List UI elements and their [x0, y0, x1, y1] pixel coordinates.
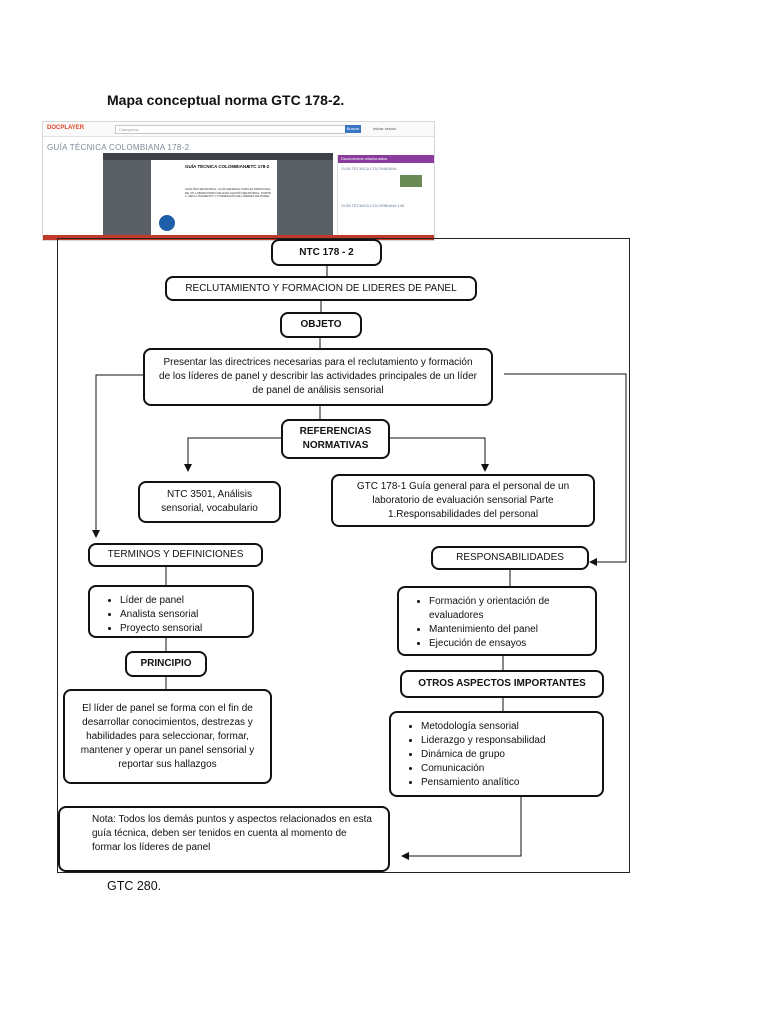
related-doc-item: GUÍA TÉCNICA COLOMBIANA — [341, 166, 397, 171]
list-item: Comunicación — [421, 762, 602, 776]
principio-text-node: El líder de panel se forma con el fin de… — [63, 689, 272, 784]
document-page: GUÍA TÉCNICA COLOMBIANA GTC 178-2 ANÁLIS… — [151, 160, 277, 240]
objeto-text-node: Presentar las directrices necesarias par… — [143, 348, 493, 406]
responsabilidades-label-node: RESPONSABILIDADES — [431, 546, 589, 570]
related-doc-item: GUÍA TÉCNICA COLOMBIANA 145 — [341, 203, 405, 208]
footer-text: GTC 280. — [107, 879, 162, 893]
list-item: Dinámica de grupo — [421, 748, 602, 762]
responsabilidades-list-node: Formación y orientación de evaluadores M… — [397, 586, 597, 656]
related-doc-thumbnail — [400, 175, 422, 187]
login-link: Iniciar sesión — [373, 126, 397, 131]
principio-label-node: PRINCIPIO — [125, 651, 207, 677]
objeto-label-node: OBJETO — [280, 312, 362, 338]
terminos-list-node: Líder de panel Analista sensorial Proyec… — [88, 585, 254, 638]
diagram-frame — [57, 238, 630, 873]
related-docs-header: Documentos relacionados — [338, 155, 434, 163]
list-item: Analista sensorial — [120, 608, 252, 622]
ref-gtc178-1-node: GTC 178-1 Guía general para el personal … — [331, 474, 595, 527]
list-item: Formación y orientación de evaluadores — [429, 595, 595, 623]
related-docs-panel: Documentos relacionados GUÍA TÉCNICA COL… — [337, 155, 434, 240]
list-item: Metodología sensorial — [421, 720, 602, 734]
docplayer-logo: DOCPLAYER — [47, 125, 85, 131]
list-item: Pensamiento analítico — [421, 776, 602, 790]
terminos-label-node: TERMINOS Y DEFINICIONES — [88, 543, 263, 567]
taskbar — [43, 235, 434, 240]
ref-ntc3501-node: NTC 3501, Análisis sensorial, vocabulari… — [138, 481, 281, 523]
list-item: Ejecución de ensayos — [429, 637, 595, 651]
viewer-toolbar — [103, 153, 333, 160]
embedded-screenshot: DOCPLAYER Categorías Buscar Iniciar sesi… — [42, 121, 435, 241]
list-item: Mantenimiento del panel — [429, 623, 595, 637]
list-item: Liderazgo y responsabilidad — [421, 734, 602, 748]
page-title: Mapa conceptual norma GTC 178-2. — [107, 92, 345, 108]
subtitle-node: RECLUTAMIENTO Y FORMACION DE LIDERES DE … — [165, 276, 477, 301]
referencias-label-node: REFERENCIAS NORMATIVAS — [281, 419, 390, 459]
search-button: Buscar — [345, 125, 361, 133]
list-item: Líder de panel — [120, 594, 252, 608]
document-title: GUÍA TÉCNICA COLOMBIANA 178-2 — [47, 143, 190, 152]
page-heading-right: GTC 178-2 — [247, 164, 270, 169]
root-node: NTC 178 - 2 — [271, 239, 382, 266]
icontec-logo-icon — [159, 215, 175, 231]
otros-list-node: Metodología sensorial Liderazgo y respon… — [389, 711, 604, 797]
page-body: ANÁLISIS SENSORIAL. GUÍA GENERAL PARA EL… — [185, 187, 271, 199]
otros-label-node: OTROS ASPECTOS IMPORTANTES — [400, 670, 604, 698]
nota-node: Nota: Todos los demás puntos y aspectos … — [58, 806, 390, 872]
screenshot-topbar: DOCPLAYER Categorías Buscar Iniciar sesi… — [43, 122, 434, 137]
list-item: Proyecto sensorial — [120, 622, 252, 636]
document-viewer: GUÍA TÉCNICA COLOMBIANA GTC 178-2 ANÁLIS… — [103, 153, 333, 240]
search-input: Categorías — [115, 125, 346, 134]
page-heading-left: GUÍA TÉCNICA COLOMBIANA — [185, 164, 250, 169]
